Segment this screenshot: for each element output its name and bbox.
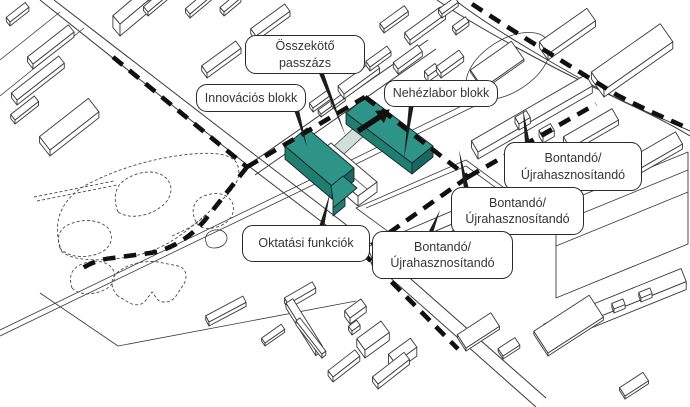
building-slab [563, 108, 619, 149]
highlighted-buildings [284, 95, 434, 217]
building-slab [388, 337, 418, 364]
building-slab [250, 3, 291, 37]
building-slab [497, 337, 521, 357]
building-slab [344, 298, 367, 319]
building-slab [611, 298, 626, 310]
label-heavy-lab-block: Nehézlabor blokk [384, 80, 498, 107]
building-slab [365, 45, 392, 68]
label-text: Összekötő [275, 39, 335, 54]
building-slab [590, 23, 674, 91]
building-slab [619, 371, 649, 397]
building-slab [392, 44, 423, 70]
label-text: passzázs [278, 55, 332, 70]
label-text: Újrahasznosítandó [520, 167, 626, 182]
building-slab [205, 295, 247, 323]
building-slab [638, 287, 653, 299]
label-demolish-2: Bontandó/ Újrahasznosítandó [451, 187, 584, 235]
building-slab [372, 351, 410, 385]
building-slab [27, 24, 75, 65]
label-educational-functions: Oktatási funkciók [242, 225, 370, 262]
label-demolish-1: Bontandó/ Újrahasznosítandó [504, 142, 642, 191]
label-text: Bontandó/ [414, 239, 471, 254]
building-slab [356, 320, 390, 351]
label-text: Újrahasznosítandó [465, 212, 570, 226]
building-slab [112, 0, 150, 25]
innovation-block-building [284, 127, 358, 217]
label-text: Bontandó/ [544, 151, 602, 166]
building-slab [348, 319, 361, 332]
label-text: Oktatási funkciók [258, 236, 354, 251]
building-slab [295, 317, 327, 355]
building-slab [219, 0, 240, 13]
building-slab [39, 97, 100, 151]
building-slab [538, 7, 596, 55]
label-connecting-passage: Összekötő passzázs [245, 35, 365, 74]
building-slab [284, 281, 317, 305]
building-slab [469, 40, 525, 89]
building-slab [456, 312, 500, 349]
label-demolish-3: Bontandó/ Újrahasznosítandó [372, 231, 513, 279]
building-slab [143, 0, 163, 13]
building-slab [424, 63, 439, 77]
building-slab [438, 0, 459, 15]
building-slab [5, 2, 30, 23]
flow-arrow [356, 109, 390, 134]
label-text: Bontandó/ [489, 195, 546, 210]
building-slab [261, 323, 286, 344]
building-slab [533, 294, 604, 354]
context-buildings [5, 0, 687, 400]
building-slab [185, 0, 208, 15]
building-slab [327, 349, 361, 378]
label-innovation-block: Innovációs blokk [196, 84, 306, 112]
building-slab [452, 16, 470, 32]
building-slab [11, 55, 65, 101]
label-text: Innovációs blokk [204, 90, 298, 105]
building-slab [435, 49, 465, 74]
building-slab [201, 40, 242, 74]
label-text: Újrahasznosítandó [390, 256, 495, 270]
building-slab [404, 6, 447, 41]
building-slab [379, 5, 409, 30]
label-text: Nehézlabor blokk [392, 86, 490, 101]
building-slab [10, 95, 40, 121]
building-slab [514, 110, 531, 125]
label-leaders [294, 71, 530, 233]
